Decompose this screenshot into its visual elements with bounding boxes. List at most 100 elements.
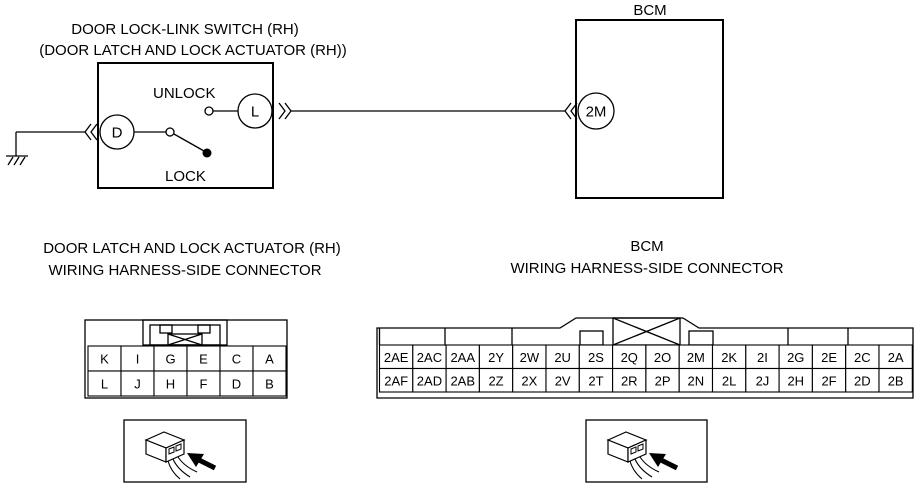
pin-label: 2AD [417, 373, 442, 388]
actuator-pin-a: A [252, 345, 287, 372]
bcm-pin-2h: 2H [778, 367, 813, 393]
bcm-pin-2o: 2O [645, 344, 680, 370]
switch-title-line1: DOOR LOCK-LINK SWITCH (RH) [71, 21, 299, 38]
pin-label: 2A [888, 350, 904, 365]
switch-title-line2: (DOOR LATCH AND LOCK ACTUATOR (RH)) [39, 42, 347, 59]
pin-label: H [166, 377, 175, 392]
actuator-pin-c: C [219, 345, 254, 372]
pin-label: 2L [722, 373, 736, 388]
unlock-label: UNLOCK [153, 85, 216, 102]
terminal-l: L [237, 93, 273, 129]
actuator-pin-g: G [153, 345, 188, 372]
bcm-pin-2y: 2Y [478, 344, 514, 370]
bcm-pin-2u: 2U [545, 344, 580, 370]
bcm-pin-2e: 2E [811, 344, 847, 370]
terminal-l-label: L [251, 104, 259, 121]
pin-label: K [100, 352, 109, 367]
actuator-pin-k: K [87, 345, 122, 372]
pin-label: 2O [654, 350, 671, 365]
bcm-pin-2c: 2C [845, 344, 880, 370]
bcm-pin-2w: 2W [512, 344, 547, 370]
pin-label: 2AE [384, 350, 409, 365]
bcm-pin-2ad: 2AD [412, 367, 447, 393]
pin-label: 2D [854, 373, 871, 388]
actuator-connector-title-line1: DOOR LATCH AND LOCK ACTUATOR (RH) [43, 240, 341, 257]
actuator-connector-view-frame [123, 419, 247, 483]
connector-chevron-icon [278, 102, 292, 120]
lock-label: LOCK [165, 168, 206, 185]
pin-label: 2AC [417, 350, 442, 365]
bcm-connector-view-frame [585, 419, 708, 483]
actuator-pin-f: F [186, 370, 221, 397]
actuator-pin-l: L [87, 370, 122, 397]
pin-label: 2G [787, 350, 804, 365]
pin-label: 2Z [488, 373, 503, 388]
pin-label: 2F [821, 373, 836, 388]
pin-label: 2U [554, 350, 571, 365]
bcm-pin-2r: 2R [612, 367, 647, 393]
pin-label: 2B [888, 373, 904, 388]
bcm-pin-2b: 2B [878, 367, 913, 393]
bcm-pin-2v: 2V [545, 367, 580, 393]
pin-label: 2C [854, 350, 871, 365]
pin-label: 2AB [450, 373, 475, 388]
pin-label: 2AA [450, 350, 475, 365]
pin-label: 2V [555, 373, 571, 388]
connector-view-icon [146, 432, 215, 479]
pin-label: G [165, 352, 175, 367]
bcm-pin-2ae: 2AE [378, 344, 414, 370]
pin-label: J [134, 377, 141, 392]
pin-label: 2Q [621, 350, 638, 365]
switch-blade [173, 133, 205, 152]
pin-label: 2S [588, 350, 604, 365]
connector-chevron-icon [84, 123, 98, 141]
pin-label: C [232, 352, 241, 367]
bcm-pin-2n: 2N [678, 367, 714, 393]
actuator-pin-d: D [219, 370, 254, 397]
bcm-pin-2q: 2Q [612, 344, 647, 370]
pin-label: F [200, 377, 208, 392]
bcm-pin-2f: 2F [811, 367, 847, 393]
terminal-2m-label: 2M [586, 104, 607, 121]
pin-label: 2M [687, 350, 705, 365]
pin-label: 2AF [384, 373, 408, 388]
pin-label: 2T [588, 373, 603, 388]
pin-label: A [265, 352, 274, 367]
pin-label: 2E [821, 350, 837, 365]
pin-label: B [265, 377, 274, 392]
bcm-box [575, 19, 724, 199]
bcm-pin-2af: 2AF [378, 367, 414, 393]
pin-label: D [232, 377, 241, 392]
bcm-pin-2j: 2J [745, 367, 780, 393]
bcm-pin-2l: 2L [711, 367, 747, 393]
pin-label: E [199, 352, 208, 367]
actuator-pin-h: H [153, 370, 188, 397]
pin-label: 2I [757, 350, 768, 365]
pin-label: 2K [721, 350, 737, 365]
bcm-pin-2ac: 2AC [412, 344, 447, 370]
pin-label: 2W [520, 350, 540, 365]
pin-label: 2J [756, 373, 770, 388]
connector-view-icon [608, 432, 677, 479]
actuator-pin-j: J [120, 370, 155, 397]
pin-label: 2P [655, 373, 671, 388]
bcm-pin-2i: 2I [745, 344, 780, 370]
bcm-title: BCM [633, 2, 666, 19]
bcm-connector-title-line2: WIRING HARNESS-SIDE CONNECTOR [510, 260, 783, 277]
switch-pivot-contact [165, 127, 175, 137]
bcm-pin-2m: 2M [678, 344, 714, 370]
actuator-connector-title-line2: WIRING HARNESS-SIDE CONNECTOR [48, 262, 321, 279]
pin-label: L [101, 377, 108, 392]
pin-label: 2H [787, 373, 804, 388]
bcm-pin-2aa: 2AA [445, 344, 480, 370]
pin-label: 2X [521, 373, 537, 388]
ground-icon [6, 132, 28, 166]
bcm-pin-2g: 2G [778, 344, 813, 370]
bcm-pin-2ab: 2AB [445, 367, 480, 393]
bcm-pin-2p: 2P [645, 367, 680, 393]
